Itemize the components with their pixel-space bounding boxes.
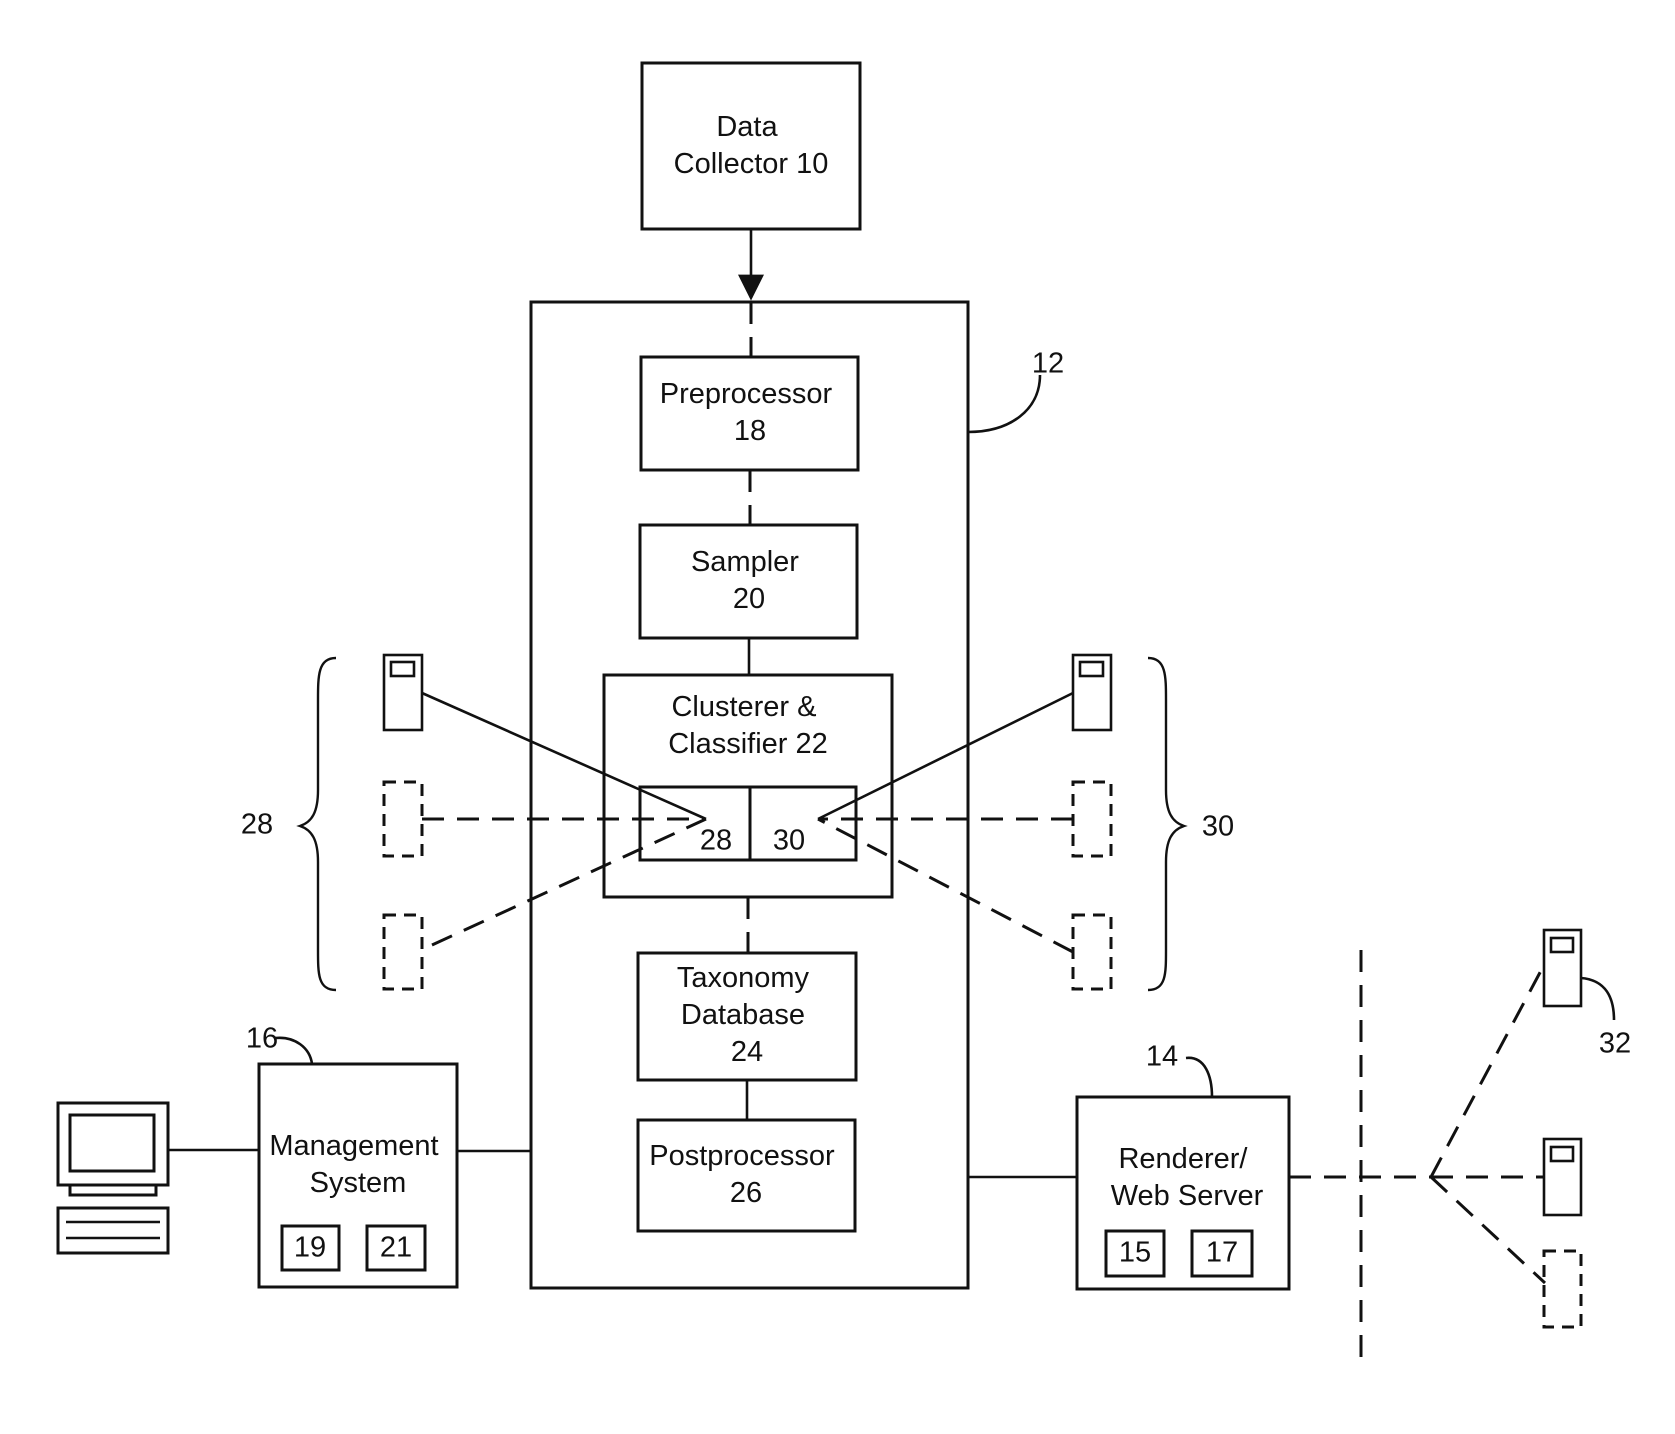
left-device-dashed-bottom: [384, 915, 422, 989]
preprocessor-box: [641, 357, 858, 470]
renderer-ref-label: 14: [1146, 1041, 1178, 1073]
client-device-top-screen-icon: [1551, 938, 1573, 952]
management-component-a-label: 19: [294, 1232, 326, 1264]
sampler-box: [640, 525, 857, 638]
management-leader-line: [275, 1038, 312, 1064]
right-device-dashed-bottom: [1073, 915, 1111, 989]
right-device-screen-icon: [1080, 662, 1103, 676]
management-component-b-label: 21: [380, 1232, 412, 1264]
client-device-middle-screen-icon: [1551, 1147, 1573, 1161]
computer-screen-icon: [70, 1115, 154, 1171]
cell-left-label: 28: [700, 825, 732, 857]
clients-leader-line: [1581, 978, 1614, 1020]
right-group-ref-label: 30: [1202, 811, 1234, 843]
clients-ref-label: 32: [1599, 1028, 1631, 1060]
computer-keyboard-icon: [58, 1208, 168, 1253]
renderer-component-a-label: 15: [1119, 1237, 1151, 1269]
client-bottom-link: [1431, 1177, 1545, 1283]
system-ref-label: 12: [1032, 348, 1064, 380]
left-group-brace: [300, 658, 336, 990]
renderer-leader-line: [1186, 1058, 1212, 1097]
client-device-bottom-dashed: [1544, 1251, 1581, 1327]
left-device-dashed-middle: [384, 782, 422, 856]
left-device-screen-icon: [391, 662, 414, 676]
system-leader-line: [968, 375, 1040, 432]
computer-base-icon: [70, 1185, 156, 1195]
left-group-ref-label: 28: [241, 809, 273, 841]
client-top-link: [1431, 965, 1544, 1177]
renderer-component-b-label: 17: [1206, 1237, 1238, 1269]
postprocessor-box: [638, 1120, 855, 1231]
management-ref-label: 16: [246, 1023, 278, 1055]
right-group-brace: [1148, 658, 1184, 990]
right-device-dashed-middle: [1073, 782, 1111, 856]
cell-right-label: 30: [773, 825, 805, 857]
data-collector-box: [642, 63, 860, 229]
